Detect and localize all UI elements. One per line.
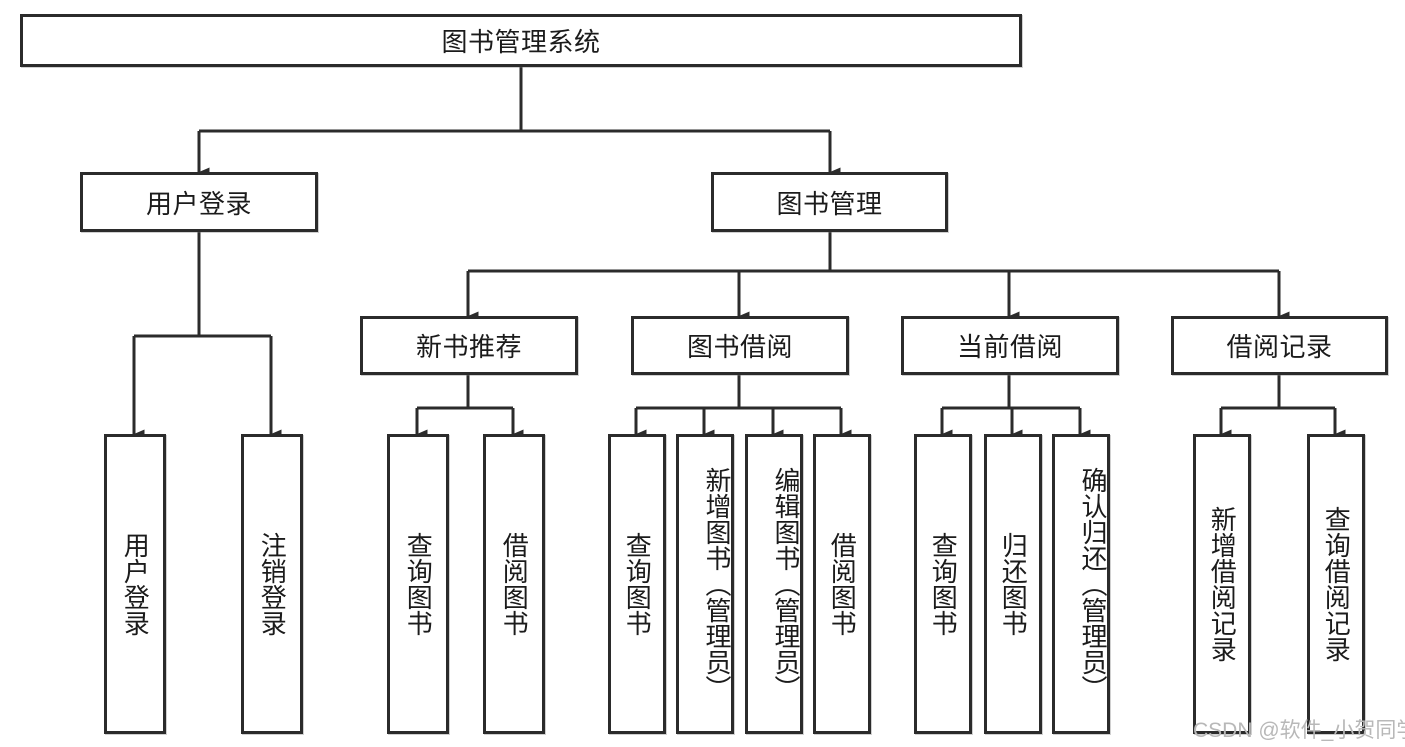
leaf-node-leaf-add-book[interactable]: 新增图书（管理员） [676,434,734,734]
node-label: 查询图书 [622,532,653,636]
node-label: 图书管理系统 [441,27,601,57]
root-node-root[interactable]: 图书管理系统 [20,14,1022,67]
branch-node-user-login[interactable]: 用户登录 [80,172,318,232]
leaf-node-leaf-borrow-book-2[interactable]: 借阅图书 [813,434,871,734]
leaf-node-leaf-user-login[interactable]: 用户登录 [104,434,166,734]
node-label: 归还图书 [998,532,1029,636]
branch-node-borrow-record[interactable]: 借阅记录 [1171,316,1388,375]
node-label: 用户登录 [120,532,151,636]
node-label: 借阅记录 [1226,332,1333,362]
node-label: 查询图书 [928,532,959,636]
leaf-node-leaf-query-book-3[interactable]: 查询图书 [914,434,972,734]
branch-node-new-book-recommend[interactable]: 新书推荐 [360,316,578,375]
node-label: 查询图书 [403,532,434,636]
node-label: 借阅图书 [499,532,530,636]
branch-node-book-borrow[interactable]: 图书借阅 [631,316,849,375]
leaf-node-leaf-add-record[interactable]: 新增借阅记录 [1193,434,1251,734]
node-label: 查询借阅记录 [1321,506,1352,662]
node-label: 新增借阅记录 [1207,506,1238,662]
node-label: 新书推荐 [415,332,522,362]
leaf-node-leaf-return-book[interactable]: 归还图书 [984,434,1042,734]
leaf-node-leaf-query-record[interactable]: 查询借阅记录 [1307,434,1365,734]
branch-node-book-management[interactable]: 图书管理 [711,172,948,232]
node-label: 图书借阅 [686,332,793,362]
node-label: 图书管理 [776,188,883,219]
node-label: 新增图书（管理员） [702,467,732,701]
branch-node-current-borrow[interactable]: 当前借阅 [901,316,1119,375]
node-label: 注销登录 [257,532,288,636]
node-label: 确认归还（管理员） [1078,467,1108,701]
node-label: 当前借阅 [956,332,1063,362]
leaf-node-leaf-borrow-book-1[interactable]: 借阅图书 [483,434,545,734]
node-label: 编辑图书（管理员） [771,467,801,701]
node-label: 借阅图书 [827,532,858,636]
leaf-node-leaf-logout[interactable]: 注销登录 [241,434,303,734]
leaf-node-leaf-query-book-1[interactable]: 查询图书 [387,434,449,734]
leaf-node-leaf-query-book-2[interactable]: 查询图书 [608,434,666,734]
edge-group [132,67,1346,439]
leaf-node-leaf-confirm-return[interactable]: 确认归还（管理员） [1052,434,1110,734]
leaf-node-leaf-edit-book[interactable]: 编辑图书（管理员） [745,434,803,734]
node-label: 用户登录 [145,188,252,219]
